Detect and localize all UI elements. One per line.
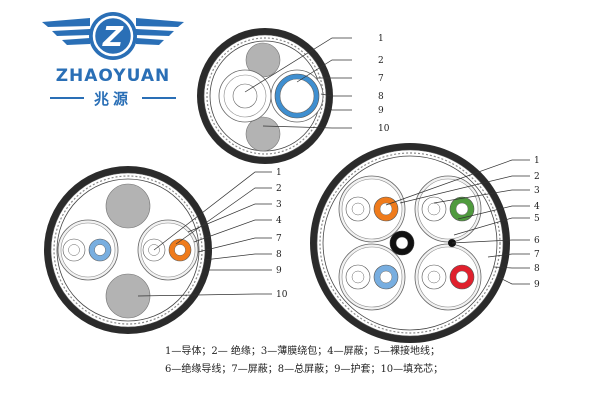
top-cable-label-9-number: 9 [378,106,384,116]
left-cable-label-4-number: 4 [276,216,282,226]
left-cable-filler-top [105,183,151,229]
left-cable-label-4-leader [193,219,272,243]
left-cable-pair-film-right [140,222,196,278]
right-cable-pair-film-lower-right [417,246,479,308]
right-cable-label-3-leader [433,189,530,204]
left-cable-label-1-leader [153,171,272,251]
top-cable-filler-bottom [245,116,281,152]
right-cable-insulated-wire-core [395,236,409,250]
top-cable-label-2-leader [296,59,352,83]
brand-logo: Z ZHAOYUAN 兆源 [38,8,188,113]
top-cable-label-8-number: 8 [378,92,384,102]
right-cable-label-8-leader [493,266,530,269]
right-cable-core-upper-left-a-conductor [351,202,365,216]
right-cable-label-4-leader [457,205,530,220]
left-cable-braid [53,175,203,325]
right-cable-label-2-number: 2 [534,172,540,182]
left-cable-label-3-number: 3 [276,200,282,210]
left-cable-label-7-number: 7 [276,234,282,244]
left-cable-core-left-a-conductor [68,244,80,256]
left-cable-label-7-leader [197,237,272,253]
brand-name-en: ZHAOYUAN [55,66,171,86]
top-cable-label-9-leader [326,105,352,111]
left-cable-label-10-leader [137,293,272,297]
top-cable-label-1-number: 1 [378,34,384,44]
wings-logo-icon: Z [42,12,184,60]
top-cable-label-1-leader [244,37,352,93]
left-cable-label-10-number: 10 [276,290,288,300]
brand-cn-row: 兆源 [38,88,188,108]
left-cable-core-right-b-conductor [174,244,186,256]
right-cable-label-1-leader [385,159,530,206]
left-cable-core-left-b-conductor [94,244,106,256]
right-cable-label-4-number: 4 [534,202,540,212]
legend-line-1: 1—导体；2— 绝缘；3—薄膜绕包；4—屏蔽；5—裸接地线； [165,346,440,357]
brand-divider-left [50,97,84,99]
right-cable-core-lower-left-a-conductor [351,270,365,284]
top-cable-core-left-conductor [232,83,258,109]
right-cable-label-1-number: 1 [534,156,540,166]
right-cable-label-8-number: 8 [534,264,540,274]
right-cable-label-7-leader [487,253,530,258]
top-cable-label-7-number: 7 [378,74,384,84]
left-cable-label-1-number: 1 [276,168,282,178]
right-cable-label-5-number: 5 [534,214,540,224]
right-cable-label-3-number: 3 [534,186,540,196]
right-cable-core-lower-left-b-conductor [379,270,393,284]
brand-divider-right [142,97,176,99]
right-cable-label-9-number: 9 [534,280,540,290]
right-cable-pair-film-upper-right [417,178,479,240]
legend: 1—导体；2— 绝缘；3—薄膜绕包；4—屏蔽；5—裸接地线； 6—绝缘导线；7—… [165,343,565,379]
brand-name-cn: 兆源 [93,90,132,108]
right-cable-label-7-number: 7 [534,250,540,260]
left-cable-label-2-number: 2 [276,184,282,194]
right-cable-label-6-number: 6 [534,236,540,246]
legend-line-2: 6—绝缘导线；7—屏蔽；8—总屏蔽；9—护套；10—填充芯； [165,364,444,375]
right-cable-core-lower-right-a-conductor [427,270,441,284]
top-cable-label-10-number: 10 [378,124,390,134]
right-cable-pair-film-lower-left [341,246,403,308]
right-cable-core-upper-right-a-conductor [427,202,441,216]
right-cable-label-6-leader [451,239,530,244]
logo-letter: Z [102,20,124,53]
top-cable-core-right-conductor [279,78,315,114]
right-cable-label-2-leader [399,175,530,204]
right-cable-core-upper-left-b-conductor [379,202,393,216]
right-cable-label-5-leader [453,217,530,236]
left-cable-pair-film-left [60,222,116,278]
right-cable-label-9-leader [497,276,530,285]
right-cable-braid [319,152,501,334]
top-cable-label-8-leader [320,93,352,97]
top-cable-label-2-number: 2 [378,56,384,66]
right-cable-pair-film-upper-left [341,178,403,240]
left-cable-label-8-number: 8 [276,250,282,260]
top-cable-label-10-leader [262,125,352,129]
left-cable-label-9-number: 9 [276,266,282,276]
right-cable-core-upper-right-b-conductor [455,202,469,216]
right-cable-core-lower-right-b-conductor [455,270,469,284]
left-cable-label-8-leader [203,253,272,261]
left-cable-label-2-leader [175,187,272,245]
left-cable-label-3-leader [187,203,272,233]
left-cable-inner-wrap [56,178,200,322]
